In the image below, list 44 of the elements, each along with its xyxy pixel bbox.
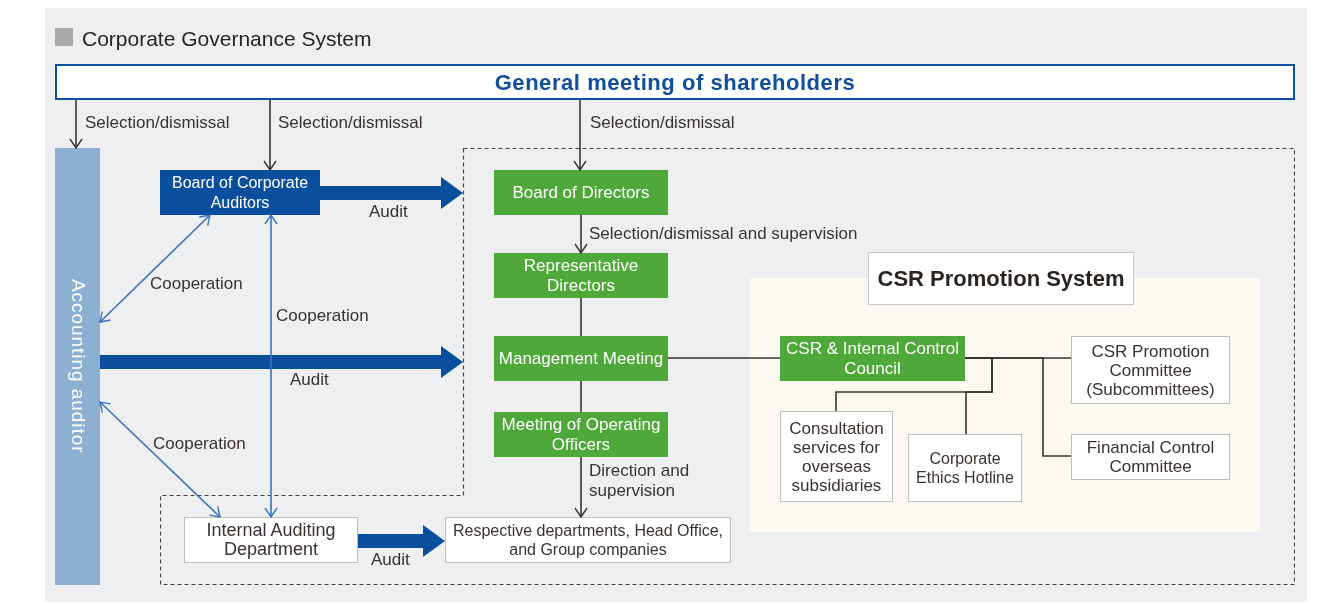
connector-line [580,297,582,337]
process-box: Consultation services for overseas subsidiaries [780,411,893,502]
audit-arrow [358,525,445,557]
meeting-banner: General meeting of shareholders [55,64,1295,100]
panel-heading: CSR Promotion System [868,252,1134,305]
edge-label: Selection/dismissal [590,113,735,133]
edge-label: Direction and supervision [589,461,691,501]
arrow [99,214,211,323]
auditor-bar: Accounting auditor [55,148,100,585]
edge-label: Audit [290,370,329,390]
process-box: CSR & Internal Control Council [780,336,965,381]
process-box: Management Meeting [494,336,668,381]
connector-line [964,357,993,435]
audit-arrow [320,177,463,209]
process-box: Respective departments, Head Office, and Group companies [445,517,731,563]
diagram-title: Corporate Governance System [82,26,372,52]
connector-line [580,380,582,413]
edge-label: Cooperation [150,274,243,294]
process-box: Corporate Ethics Hotline [908,434,1022,502]
arrow [263,99,277,171]
edge-label: Audit [371,550,410,570]
edge-label: Selection/dismissal [278,113,423,133]
process-box: CSR Promotion Committee (Subcommittees) [1071,336,1230,404]
arrow [99,401,221,518]
arrow [574,456,588,518]
audit-arrow [100,346,463,378]
edge-label: Cooperation [276,306,369,326]
process-box: Representative Directors [494,253,668,298]
process-box: Internal Auditing Department [184,517,358,563]
edge-label: Cooperation [153,434,246,454]
edge-label: Audit [369,202,408,222]
connector-line [667,357,781,359]
system-panel [750,252,1260,532]
edge-label: Selection/dismissal and supervision [589,224,858,244]
arrow [573,99,587,171]
process-box: Meeting of Operating Officers [494,412,668,457]
process-box: Board of Corporate Auditors [160,170,320,215]
process-box: Board of Directors [494,170,668,215]
edge-label: Selection/dismissal [85,113,230,133]
connector-line [964,357,1072,457]
arrow [69,99,83,149]
process-box: Financial Control Committee [1071,434,1230,480]
arrow [574,214,588,254]
arrow [264,214,278,518]
